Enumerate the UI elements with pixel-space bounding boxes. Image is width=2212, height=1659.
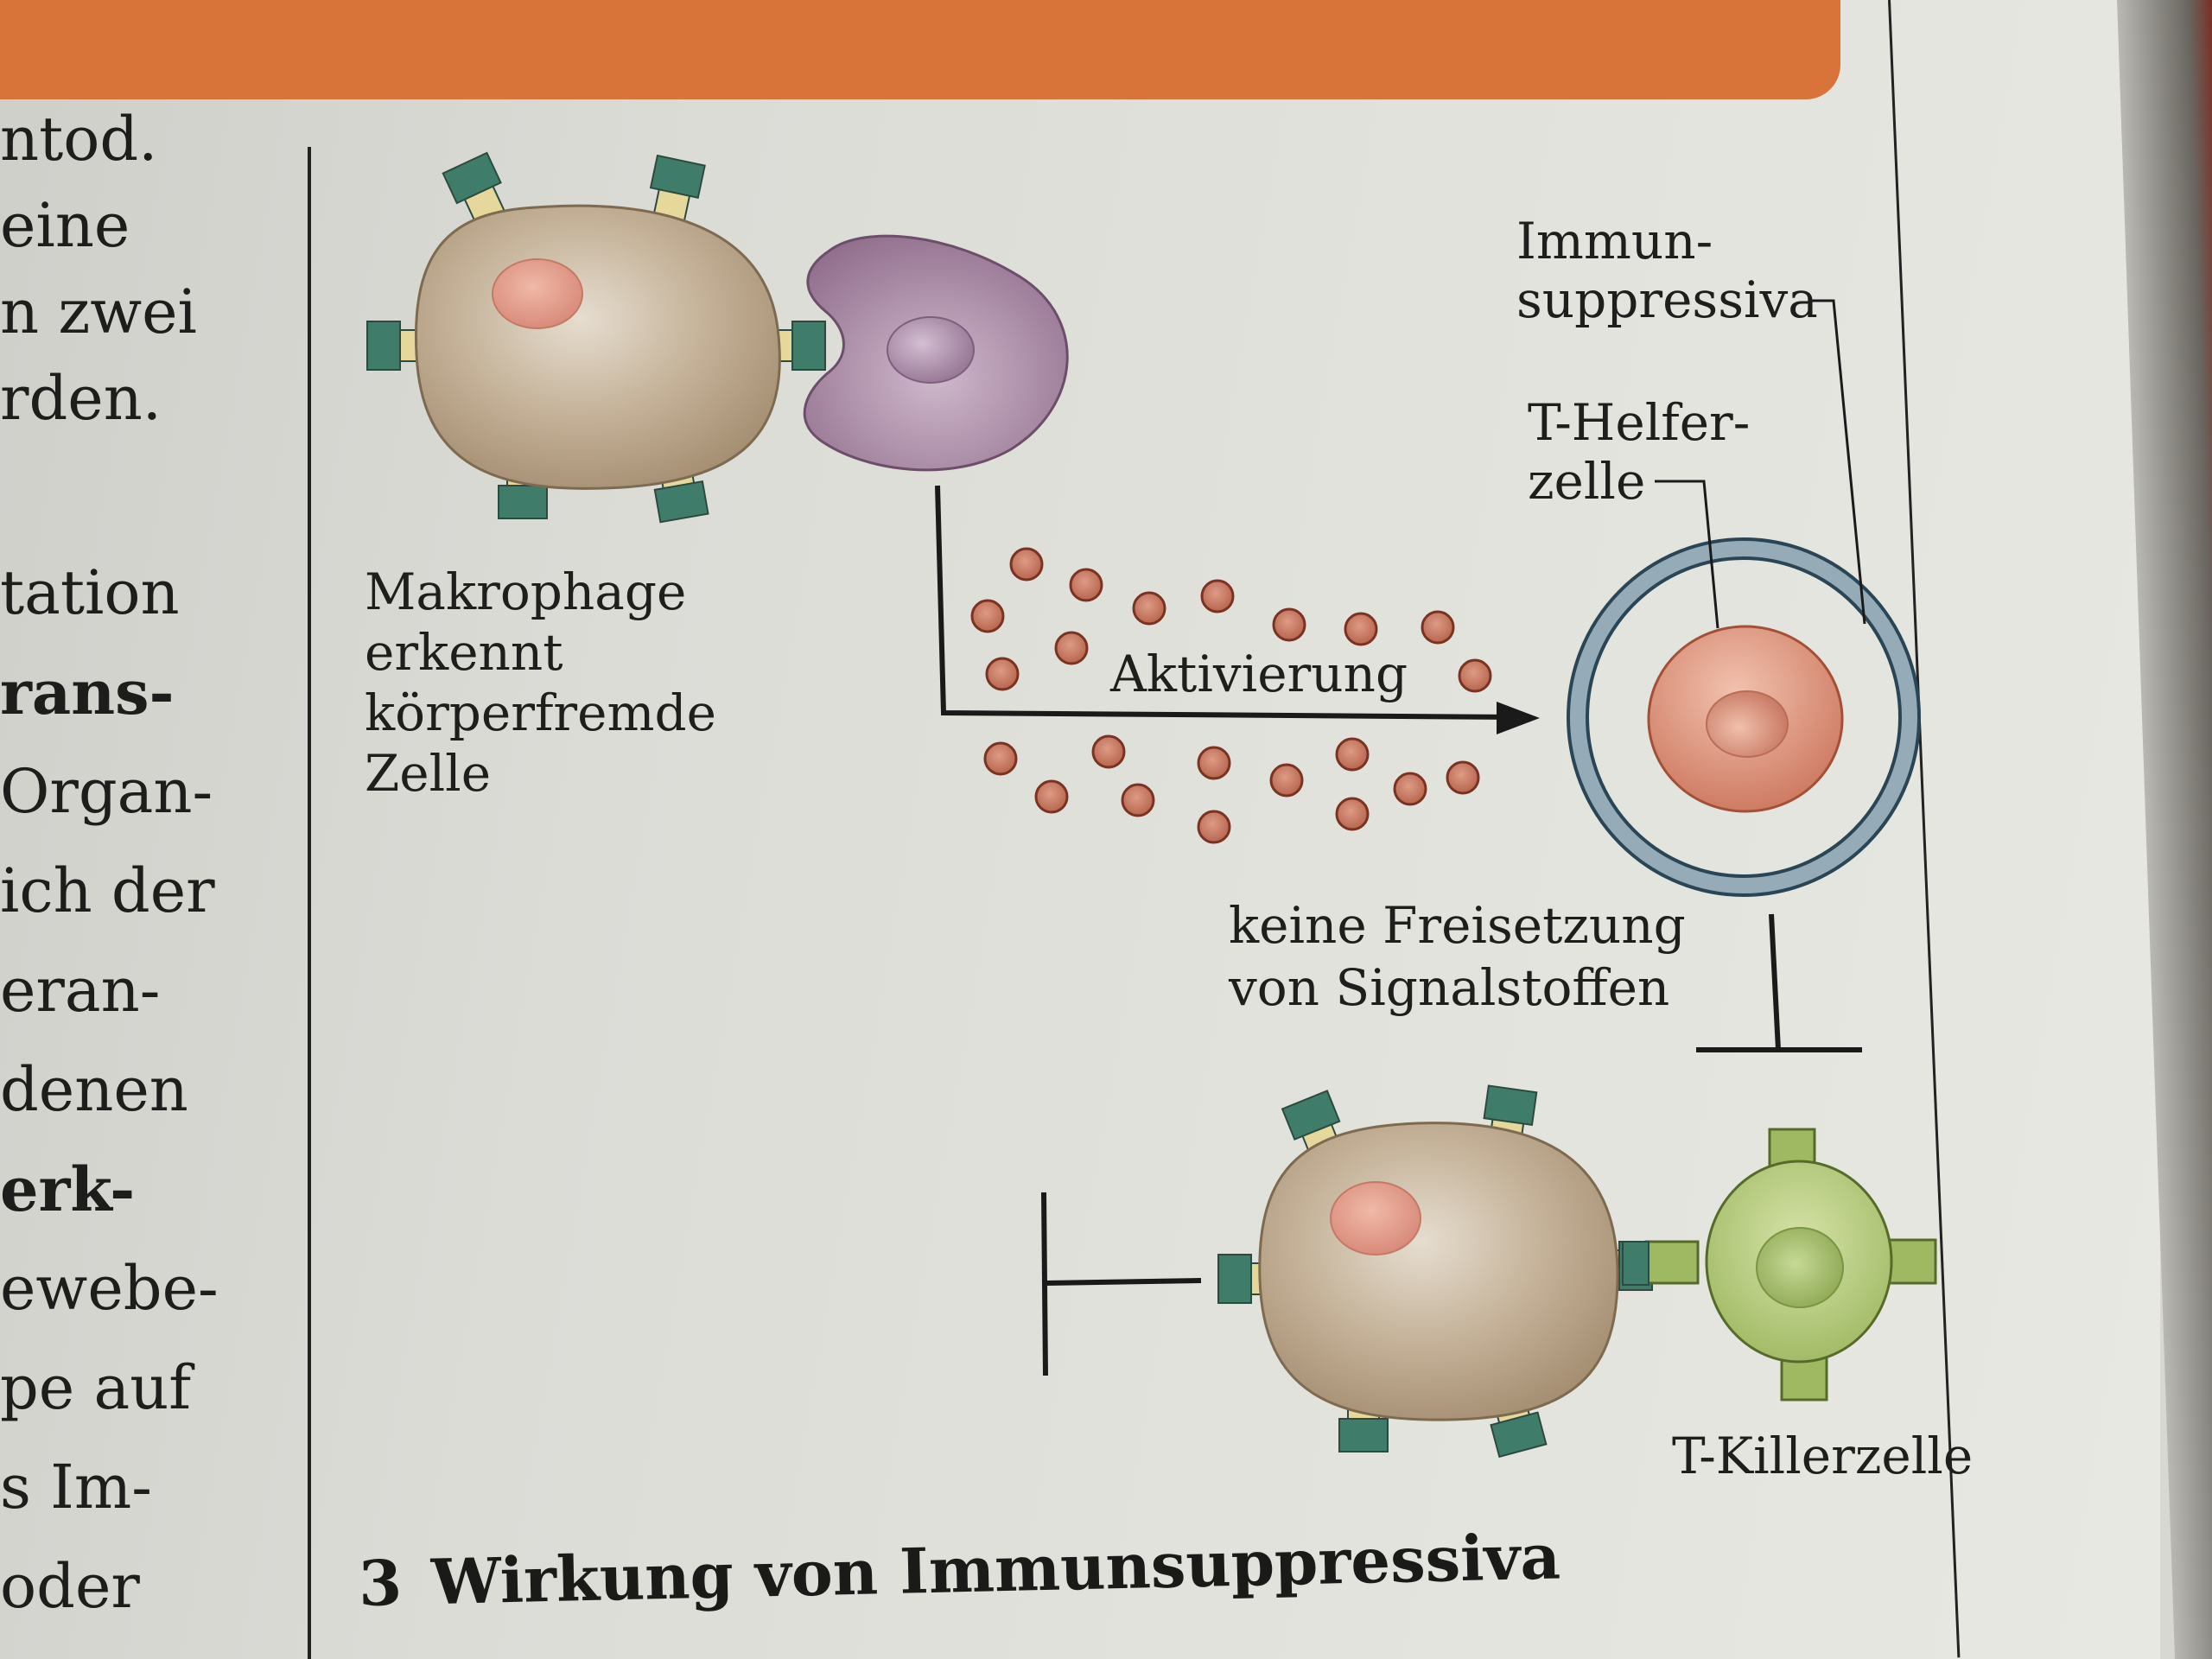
label-t-killer: T-Killerzelle [1672,1427,1974,1485]
label-line: Immun- [1516,212,1713,270]
figure-number: 3 [358,1545,404,1620]
text-line: denen [0,1054,188,1125]
label-immunosuppressants: Immun- suppressiva [1516,212,1818,329]
label-no-signal-release: keine Freisetzung von Signalstoffen [1229,894,1686,1019]
text-line: rden. [0,363,162,434]
label-line: erkennt [365,623,563,682]
t-killer-nucleus [1756,1227,1844,1308]
header-color-band [0,0,1840,99]
column-divider-left [308,147,311,1659]
target-cell [1258,1122,1619,1421]
text-line: ntod. [0,104,158,175]
text-line: tation [0,557,180,628]
foreign-cell-nucleus [887,316,975,384]
arrow-head-icon [1497,702,1540,734]
label-line: von Signalstoffen [1229,958,1670,1017]
inhibition-symbol-right [1696,913,1862,1052]
text-line: erk- [0,1154,136,1225]
text-line: rans- [0,657,175,728]
label-macrophage: Makrophage erkennt körperfremde Zelle [365,562,716,804]
label-line: T-Helfer- [1528,393,1751,452]
immune-diagram [366,151,1937,1459]
leader-immunosuppressiva [1808,299,1866,625]
label-line: körperfremde [365,683,716,742]
text-line: Organ- [0,756,213,827]
text-line: n zwei [0,276,197,347]
target-cell-nucleus [1330,1181,1421,1255]
label-line: Makrophage [365,563,687,621]
label-line: zelle [1528,452,1646,511]
label-line: Zelle [365,744,492,803]
macrophage-cell [414,204,781,490]
t-helper-nucleus [1706,690,1789,758]
label-activation: Aktivierung [1110,645,1408,703]
text-line: ich der [0,855,215,926]
leader-t-helper [1655,480,1719,629]
book-page: ntod. eine n zwei rden. tation rans- Org… [0,0,2160,1659]
signal-molecules [970,547,1492,844]
text-line: oder [0,1551,140,1622]
macrophage-nucleus [492,258,583,329]
activation-arrow [935,485,1517,720]
text-line: eran- [0,955,161,1026]
label-line: suppressiva [1516,270,1818,329]
inhibition-symbol-left [1041,1192,1202,1376]
label-line: keine Freisetzung [1229,896,1686,955]
text-line: ewebe- [0,1253,219,1324]
text-line: eine [0,190,130,261]
text-line: pe auf [0,1352,192,1423]
text-line: s Im- [0,1452,152,1522]
label-t-helper: T-Helfer- zelle [1528,393,1750,511]
